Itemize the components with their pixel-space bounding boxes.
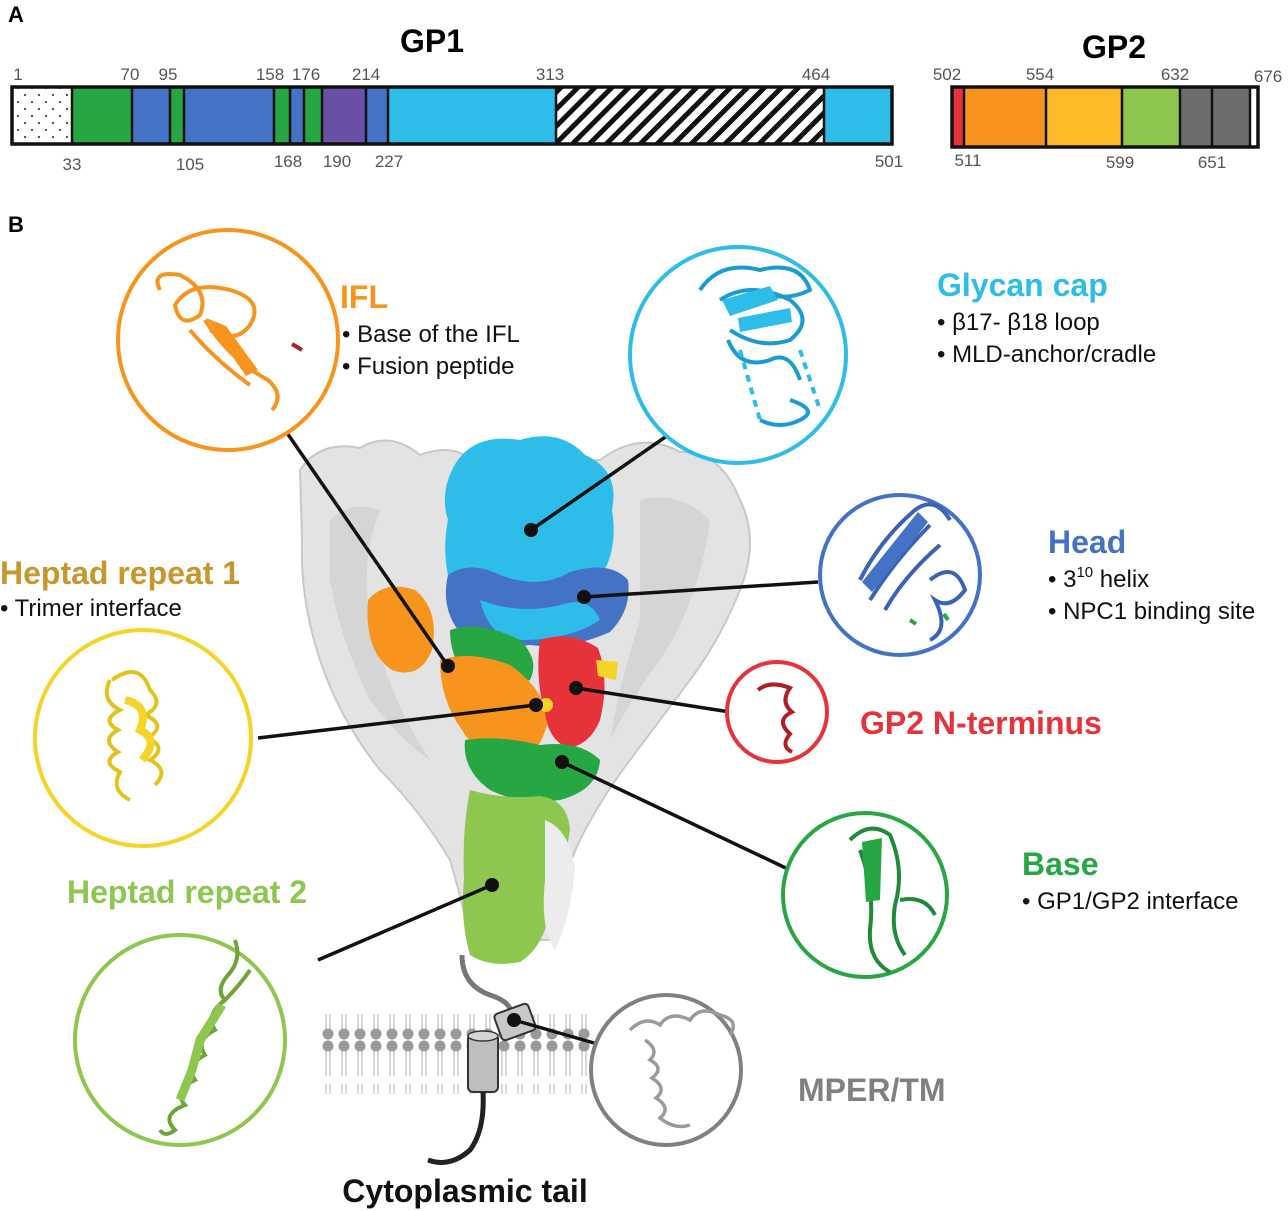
gp1-tick-33: 33 xyxy=(63,155,82,174)
gp1-segment-base-1 xyxy=(72,87,132,144)
gp1-segment-head-3 xyxy=(290,87,304,144)
hr1-ribbon-icon xyxy=(104,670,164,802)
ifl-title: IFL xyxy=(340,279,388,315)
gp1-segment-glycan-cap xyxy=(388,87,556,144)
gp1-tick-176: 176 xyxy=(292,65,320,84)
base-bullet-1: • GP1/GP2 interface xyxy=(1022,888,1239,915)
gp2-tick-676: 676 xyxy=(1254,67,1282,86)
gp1-segment-mucin-like-domain xyxy=(556,87,824,144)
gp1-tick-158: 158 xyxy=(256,65,284,84)
ifl-bullet-1: • Base of the IFL xyxy=(342,321,520,348)
gp1-segment-base-3 xyxy=(274,87,290,144)
panel-label-b: B xyxy=(8,212,24,237)
gp1-tick-105: 105 xyxy=(176,155,204,174)
gp1-tick-501: 501 xyxy=(875,152,903,171)
hr1-surface-left xyxy=(367,586,434,673)
base-circle xyxy=(781,811,949,979)
gp2-segment-hr1 xyxy=(1046,87,1122,147)
gp1-segment-head-1 xyxy=(132,87,170,144)
gp1-tick-1: 1 xyxy=(13,65,22,84)
glycan-cap-bullet-2: • MLD-anchor/cradle xyxy=(937,341,1156,368)
gp2-tick-651: 651 xyxy=(1198,153,1226,172)
hr2-circle xyxy=(73,933,287,1147)
cytoplasmic-tail-title: Cytoplasmic tail xyxy=(342,1173,587,1209)
gp2-bar xyxy=(950,85,1260,149)
gp1-tick-227: 227 xyxy=(375,152,403,171)
gp1-tick-70: 70 xyxy=(121,65,140,84)
glycan-cap-bullet-1: • β17- β18 loop xyxy=(937,309,1100,336)
mper-circle xyxy=(589,993,743,1147)
gp1-segment-base-2 xyxy=(170,87,184,144)
gp2-segment-fusion-peptide xyxy=(952,87,964,147)
mper-linker xyxy=(459,954,515,1017)
ifl-ribbon-icon xyxy=(155,272,280,412)
head-ribbon-icon xyxy=(858,502,968,642)
gp1-segment-base-4 xyxy=(304,87,322,144)
gp2-tick-599: 599 xyxy=(1106,153,1134,172)
gp1-label: GP1 xyxy=(400,23,464,59)
gp2-segment-tail xyxy=(1250,87,1258,147)
hr1-bullet-1: • Trimer interface xyxy=(0,595,182,622)
tm-cylinder xyxy=(467,1033,499,1093)
gp1-tick-95: 95 xyxy=(159,65,178,84)
membrane xyxy=(322,1014,594,1094)
gp2-tick-554: 554 xyxy=(1026,65,1054,84)
hr2-ribbon-icon xyxy=(158,939,252,1136)
gp2-nterm-circle xyxy=(725,660,829,764)
glycan-cap-ribbon-icon xyxy=(698,265,813,427)
gp2-nterm-title: GP2 N-terminus xyxy=(860,705,1102,741)
gp2-segment-hr2 xyxy=(1122,87,1180,147)
gp2-tick-632: 632 xyxy=(1161,65,1189,84)
panel-label-a: A xyxy=(8,2,24,27)
glycoprotein-trimer-surface xyxy=(298,436,751,964)
base-title: Base xyxy=(1022,846,1099,882)
mper-title: MPER/TM xyxy=(798,1072,946,1108)
gp1-tick-313: 313 xyxy=(536,65,564,84)
base-surface-lower xyxy=(464,738,600,802)
gp2-label: GP2 xyxy=(1082,29,1146,65)
gp2-tick-502: 502 xyxy=(933,65,961,84)
hr2-title: Heptad repeat 2 xyxy=(67,874,307,910)
hr2-surface xyxy=(462,790,570,964)
hr1-circle xyxy=(33,628,253,848)
gp1-tick-190: 190 xyxy=(323,152,351,171)
gp2-tick-511: 511 xyxy=(954,151,981,170)
gp1-segment-purple xyxy=(322,87,366,144)
head-bullet-2: • NPC1 binding site xyxy=(1048,598,1255,625)
gp1-segment-head-2 xyxy=(184,87,274,144)
connector-lines xyxy=(257,418,819,1045)
gp1-segment-head-4 xyxy=(366,87,388,144)
gp1-tick-214: 214 xyxy=(352,65,380,84)
gp2-segment-tm xyxy=(1212,87,1250,147)
gp1-segment-signal xyxy=(12,87,72,144)
gp2-segment-ifl xyxy=(964,87,1046,147)
ifl-bullet-2: • Fusion peptide xyxy=(342,353,515,380)
mper-ribbon-icon xyxy=(628,1009,736,1129)
glycan-cap-title: Glycan cap xyxy=(937,267,1108,303)
gp2-nterm-ribbon-icon xyxy=(756,682,796,754)
gp2-bar-outline xyxy=(950,85,1260,149)
gp1-tick-168: 168 xyxy=(274,152,302,171)
gp2-segment-mper xyxy=(1180,87,1212,147)
gp1-bar xyxy=(10,85,894,146)
head-bullet-1: • 310 helix xyxy=(1048,564,1149,593)
gp1-segment-glycan-cap-2 xyxy=(824,87,892,144)
cytoplasmic-tail-line xyxy=(427,1091,486,1165)
gp1-tick-464: 464 xyxy=(802,65,830,84)
hr1-title: Heptad repeat 1 xyxy=(0,555,240,591)
gp1-bar-outline xyxy=(10,85,894,146)
head-title: Head xyxy=(1048,524,1126,560)
